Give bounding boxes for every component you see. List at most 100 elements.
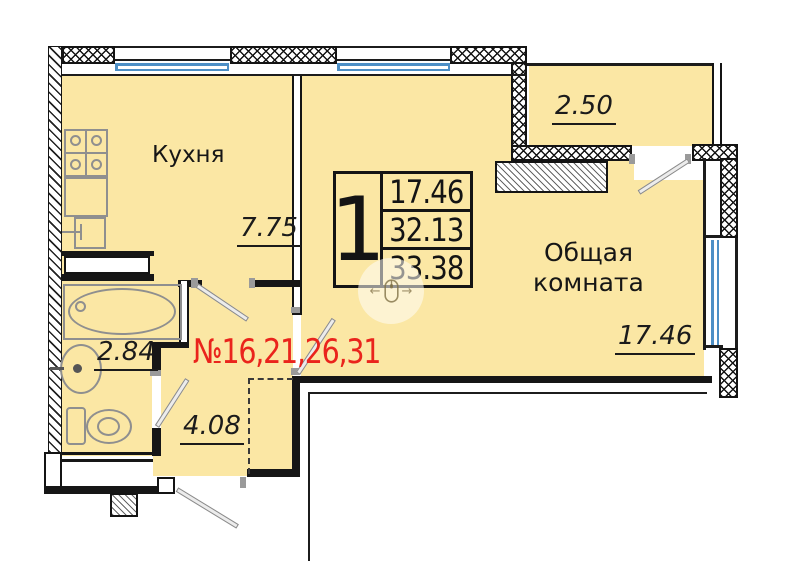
living-window-icon: [338, 63, 449, 66]
living-window2-icon: [711, 240, 714, 345]
burner-icon: [70, 159, 81, 170]
balcony-outline: [527, 63, 722, 66]
arrow-left-icon: ←: [369, 283, 381, 299]
living-area: 17.46: [615, 322, 696, 356]
kitchen-bottom-wall: [253, 280, 302, 287]
balcony-right-wall: [712, 63, 722, 146]
hallway-right-wall: [292, 376, 300, 476]
living-floor: [512, 160, 704, 382]
right-window-frame: [703, 345, 723, 348]
shaft-niche: [64, 256, 150, 274]
window-cap: [447, 63, 450, 71]
bathtub-basin: [68, 288, 176, 335]
neighbour-wall-line: [308, 392, 310, 561]
cursor-watermark: ← →: [358, 258, 424, 324]
door-hinge: [191, 278, 198, 288]
exterior-wall: [511, 62, 527, 161]
kitchen-living-wall: [292, 76, 302, 314]
stamp-rooms-cell: 1: [330, 174, 386, 285]
bathroom-right-wall: [152, 348, 161, 376]
burner-icon: [91, 135, 102, 146]
kitchen-label: Кухня: [152, 142, 225, 168]
chimney-block: [110, 493, 138, 517]
stamp-row: 17.46: [383, 174, 470, 209]
living-window-icon: [338, 68, 449, 71]
kitchen-area: 7.75: [237, 214, 301, 248]
bathroom-bottom-wall: [60, 459, 153, 462]
toilet-bowl-icon: [86, 409, 132, 444]
living-label-line1: Общая: [544, 238, 634, 267]
top-inner-line: [62, 74, 527, 76]
kitchen-window-frame: [115, 59, 230, 61]
right-window-frame: [735, 238, 738, 348]
apartment-numbers: №16,21,26,31: [193, 332, 381, 372]
entry-door-icon: [175, 487, 239, 529]
bathroom-area: 2.84: [94, 338, 158, 372]
exterior-wall: [450, 46, 527, 64]
hallway-area: 4.08: [180, 412, 244, 446]
door-latch: [150, 370, 161, 376]
exterior-wall: [62, 46, 115, 64]
wall-pillar: [44, 452, 62, 490]
bathroom-wall-step: [152, 342, 189, 348]
toilet-tank: [66, 407, 86, 445]
balcony-bottom-wall: [511, 145, 632, 161]
kitchen-counter: [64, 177, 108, 217]
bathtub-icon: [63, 284, 182, 340]
hallway-bottom-wall: [247, 469, 300, 477]
balcony-floor: [529, 66, 713, 146]
stove-divider: [64, 152, 108, 154]
kitchen-window-icon: [116, 63, 229, 66]
living-floor: [296, 76, 512, 382]
kitchen-sink-icon: [74, 217, 106, 249]
bathroom-top-wall: [62, 251, 154, 256]
stamp-value-1: 17.46: [389, 172, 464, 211]
bathroom-bottom-wall: [60, 452, 153, 455]
wardrobe-dashed-outline: [248, 378, 293, 474]
right-window-frame: [703, 235, 723, 238]
door-threshold: [152, 376, 161, 428]
door-latch: [249, 278, 255, 288]
living-label-line2: комната: [533, 268, 644, 297]
party-wall: [48, 46, 62, 453]
toilet-bowl-inner: [97, 417, 120, 436]
balcony-area: 2.50: [552, 92, 616, 126]
washbasin-dot: [73, 364, 82, 373]
neighbour-wall-line: [308, 392, 707, 394]
entry-jamb: [157, 477, 175, 494]
exterior-wall: [720, 158, 738, 238]
exterior-wall: [692, 144, 738, 161]
burner-icon: [70, 135, 81, 146]
window-cap: [337, 63, 340, 71]
rooms-count: 1: [330, 177, 386, 281]
arrow-right-icon: →: [401, 283, 413, 299]
door-hinge: [291, 368, 300, 375]
mouse-icon: [383, 279, 399, 303]
entry-wall: [44, 486, 175, 494]
living-window-frame: [337, 59, 450, 61]
window-cap: [226, 63, 229, 71]
exterior-wall: [230, 46, 337, 64]
wall-face-line: [703, 158, 706, 350]
duct-block: [495, 161, 608, 193]
bathroom-right-wall: [152, 428, 161, 456]
living-window2-icon: [716, 240, 719, 345]
window-cap: [115, 63, 118, 71]
tap-icon: [50, 367, 64, 370]
exterior-wall: [719, 348, 738, 398]
door-threshold: [293, 315, 301, 376]
burner-icon: [91, 159, 102, 170]
door-latch: [629, 154, 635, 164]
door-latch: [240, 477, 246, 488]
living-bottom-wall: [296, 376, 712, 383]
bathroom-top-wall: [62, 274, 154, 281]
tap-icon: [80, 224, 82, 240]
area-stamp-table: 1 17.46 32.13 33.38: [330, 171, 473, 288]
kitchen-window-icon: [116, 68, 229, 71]
tap-icon: [62, 231, 82, 233]
kitchen-bottom-wall: [178, 280, 202, 287]
door-latch: [291, 307, 300, 313]
stamp-value-2: 32.13: [389, 210, 464, 249]
bathtub-drain: [75, 301, 86, 312]
